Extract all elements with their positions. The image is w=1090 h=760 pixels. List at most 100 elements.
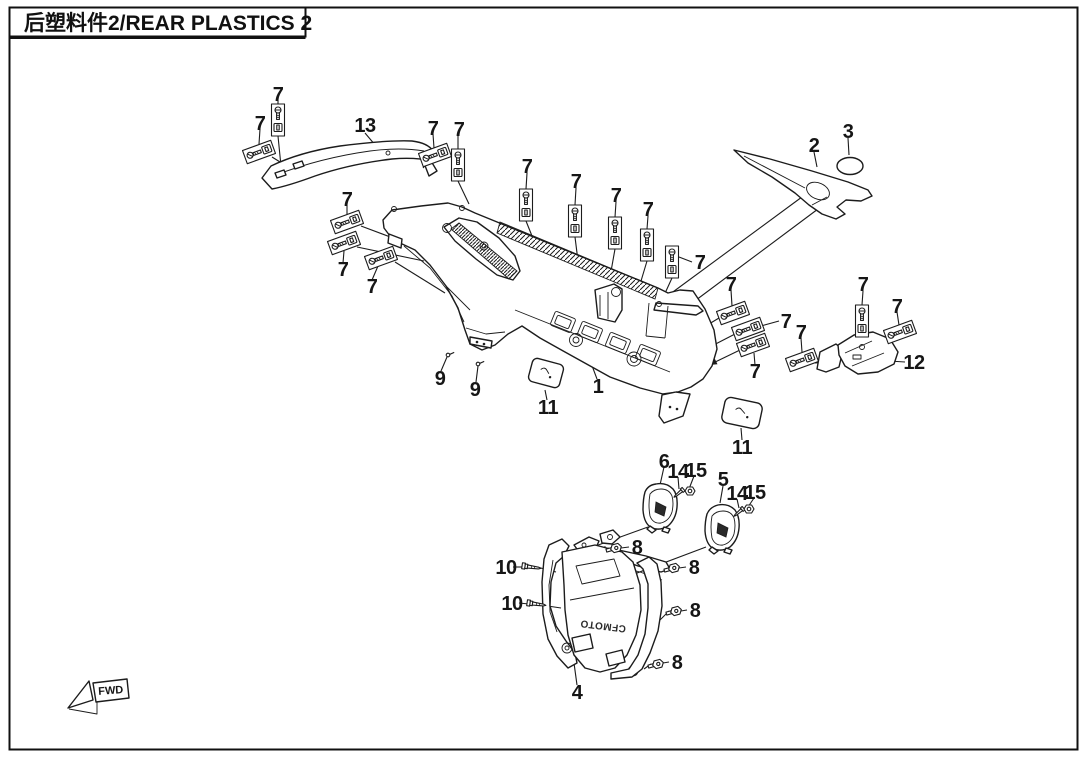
part-1-tail-flap <box>658 391 691 424</box>
leader-line <box>680 609 688 612</box>
flange-nut-icon <box>743 504 755 514</box>
screw-clip-kit-icon <box>882 319 918 345</box>
part-2-side-bracket <box>733 149 873 220</box>
leader-line <box>896 311 900 326</box>
part-11-reflector-right <box>721 396 763 430</box>
callout-label-5: 5 <box>718 469 729 491</box>
callout-label-1: 1 <box>593 376 604 398</box>
leader-line <box>730 289 733 307</box>
part-6-bracket-left <box>642 482 678 534</box>
callout-label-7: 7 <box>750 361 761 383</box>
leader-line <box>813 151 818 168</box>
callout-label-8: 8 <box>690 600 701 622</box>
callout-label-12: 12 <box>903 352 925 374</box>
part-4-plate-face <box>561 544 642 673</box>
callout-label-7: 7 <box>611 185 622 207</box>
leader-line <box>659 466 665 486</box>
callout-label-7: 7 <box>255 113 266 135</box>
screw-clip-kit-icon <box>715 300 751 326</box>
callout-label-10: 10 <box>495 557 517 579</box>
leader-line <box>662 661 670 664</box>
leader-line <box>525 172 528 190</box>
callout-label-7: 7 <box>454 119 465 141</box>
callout-label-14: 14 <box>726 483 749 505</box>
callout-label-7: 7 <box>367 276 378 298</box>
callout-label-11: 11 <box>538 397 559 419</box>
leader-line <box>740 427 743 441</box>
callout-label-13: 13 <box>354 115 376 137</box>
leader-line <box>432 133 435 149</box>
flange-nut-icon <box>684 486 696 496</box>
callout-label-3: 3 <box>843 121 854 143</box>
leader-line <box>475 365 479 383</box>
callout-label-8: 8 <box>632 537 643 559</box>
part-4-license-plate-bracket: CFMOTO <box>541 529 671 680</box>
callout-label-9: 9 <box>470 379 481 401</box>
leader-line <box>371 265 379 281</box>
leader-line <box>861 290 864 306</box>
leader-line <box>678 566 687 569</box>
callout-label-8: 8 <box>672 652 683 674</box>
leader-line <box>760 320 780 327</box>
callout-label-4: 4 <box>572 682 584 704</box>
leader-line <box>574 187 577 206</box>
page-title: 后塑料件2/REAR PLASTICS 2 <box>24 12 312 35</box>
callout-label-7: 7 <box>522 156 533 178</box>
fwd-direction-arrow: FWD <box>67 678 130 715</box>
callout-label-7: 7 <box>338 259 349 281</box>
part-4-right-arm <box>610 556 663 680</box>
callout-label-10: 10 <box>501 593 523 615</box>
flange-bolt-icon <box>646 658 665 672</box>
callout-label-9: 9 <box>435 368 446 390</box>
screw-clip-kit-icon <box>854 304 870 338</box>
fwd-label: FWD <box>98 684 124 698</box>
seal-strip <box>496 221 659 300</box>
callout-label-7: 7 <box>892 296 903 318</box>
page-border <box>8 6 1079 751</box>
screw-clip-kit-icon <box>270 103 286 137</box>
callout-label-6: 6 <box>659 451 670 473</box>
small-pin-screw-icon <box>475 358 485 369</box>
leader-line <box>675 205 823 316</box>
screw-clip-kit-icon <box>639 228 655 262</box>
part-5-bracket-right <box>704 503 740 555</box>
screw-clip-kit-icon <box>607 216 623 250</box>
part-11-reflector-left <box>527 357 565 389</box>
leader-line <box>457 180 470 205</box>
screw-clip-kit-icon <box>518 188 534 222</box>
callout-label-7: 7 <box>781 311 792 333</box>
leader-line <box>646 215 649 230</box>
leader-line <box>753 352 756 366</box>
flange-bolt-icon <box>664 605 683 619</box>
part-1-rear-center-panel <box>382 202 718 424</box>
brace-bar <box>450 222 518 280</box>
callout-label-7: 7 <box>428 118 439 140</box>
part-3-grommet-oval <box>836 156 864 176</box>
leader-line <box>800 337 803 353</box>
long-screw-icon <box>521 562 542 572</box>
callout-label-7: 7 <box>643 199 654 221</box>
leader-line <box>620 546 630 549</box>
screw-clip-kit-icon <box>567 204 583 238</box>
leader-line <box>847 137 850 156</box>
callout-label-7: 7 <box>571 171 582 193</box>
screw-clip-kit-icon <box>664 245 680 279</box>
callout-label-7: 7 <box>273 84 284 106</box>
callout-label-7: 7 <box>858 274 869 296</box>
callout-label-15: 15 <box>685 460 707 482</box>
leader-line <box>736 498 740 509</box>
callout-label-2: 2 <box>809 135 820 157</box>
callout-label-7: 7 <box>342 189 353 211</box>
callout-label-11: 11 <box>732 437 753 459</box>
callout-label-7: 7 <box>726 274 737 296</box>
callout-label-14: 14 <box>667 461 690 483</box>
callout-label-15: 15 <box>744 482 766 504</box>
leader-line <box>342 250 345 264</box>
leader-line <box>614 201 617 218</box>
leader-line <box>440 356 448 372</box>
leader-line <box>719 485 724 504</box>
leader-line <box>677 476 680 490</box>
